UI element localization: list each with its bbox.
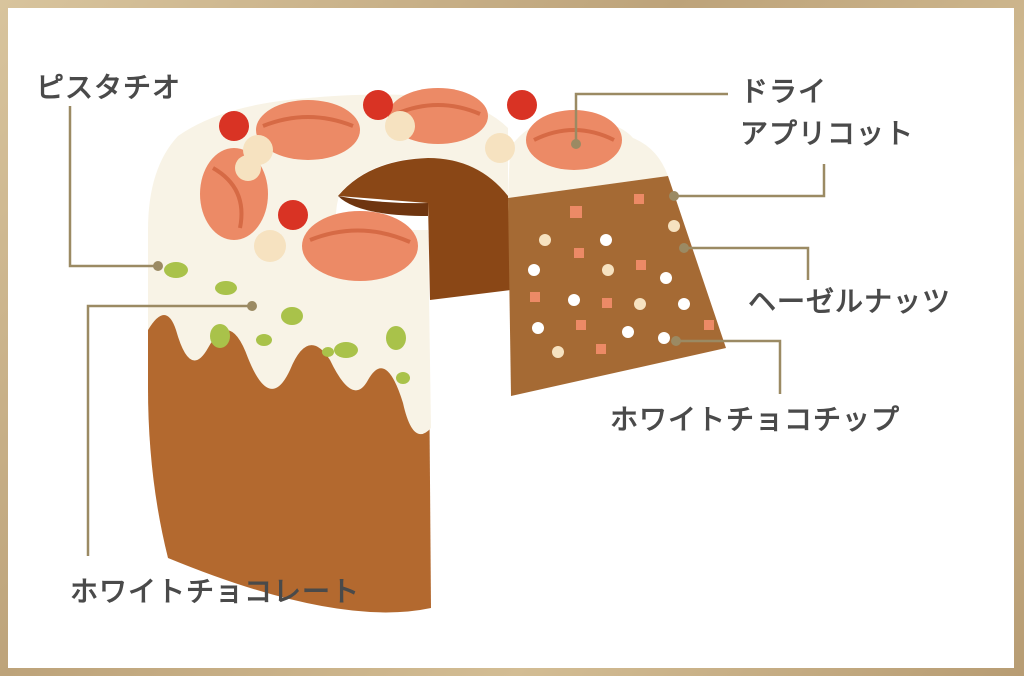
label-pistachio: ピスタチオ [36, 71, 182, 104]
label-dried-apricot-line1: ドライ [740, 75, 828, 108]
chips-on-cut-face [528, 194, 714, 358]
hazelnuts-top [235, 111, 515, 262]
label-white-chocolate: ホワイトチョコレート [70, 575, 361, 608]
leader-dried-apricot-2 [674, 164, 826, 198]
label-hazelnuts: ヘーゼルナッツ [748, 285, 952, 318]
leader-dots [153, 139, 689, 346]
chiffon-cake-illustration [148, 88, 726, 613]
cake-center-hole [338, 158, 511, 300]
leader-hazelnuts [684, 246, 810, 280]
pistachio-pieces [164, 262, 410, 384]
leader-pistachio [68, 106, 158, 268]
white-chocolate-drips [148, 230, 431, 435]
cake-diagram [68, 88, 826, 613]
red-berries [219, 90, 537, 230]
label-dried-apricot-line2: アプリコット [740, 117, 915, 150]
leader-lines [68, 92, 826, 556]
leader-dried-apricot [574, 92, 728, 144]
leader-white-chocolate [86, 304, 252, 556]
cake-cut-face [508, 176, 726, 396]
leader-white-choco-chips [676, 339, 782, 394]
label-white-choco-chips: ホワイトチョコチップ [610, 403, 901, 436]
diagram-panel: ピスタチオ ドライ アプリコット ヘーゼルナッツ ホワイトチョコチップ ホワイト… [8, 8, 1014, 668]
